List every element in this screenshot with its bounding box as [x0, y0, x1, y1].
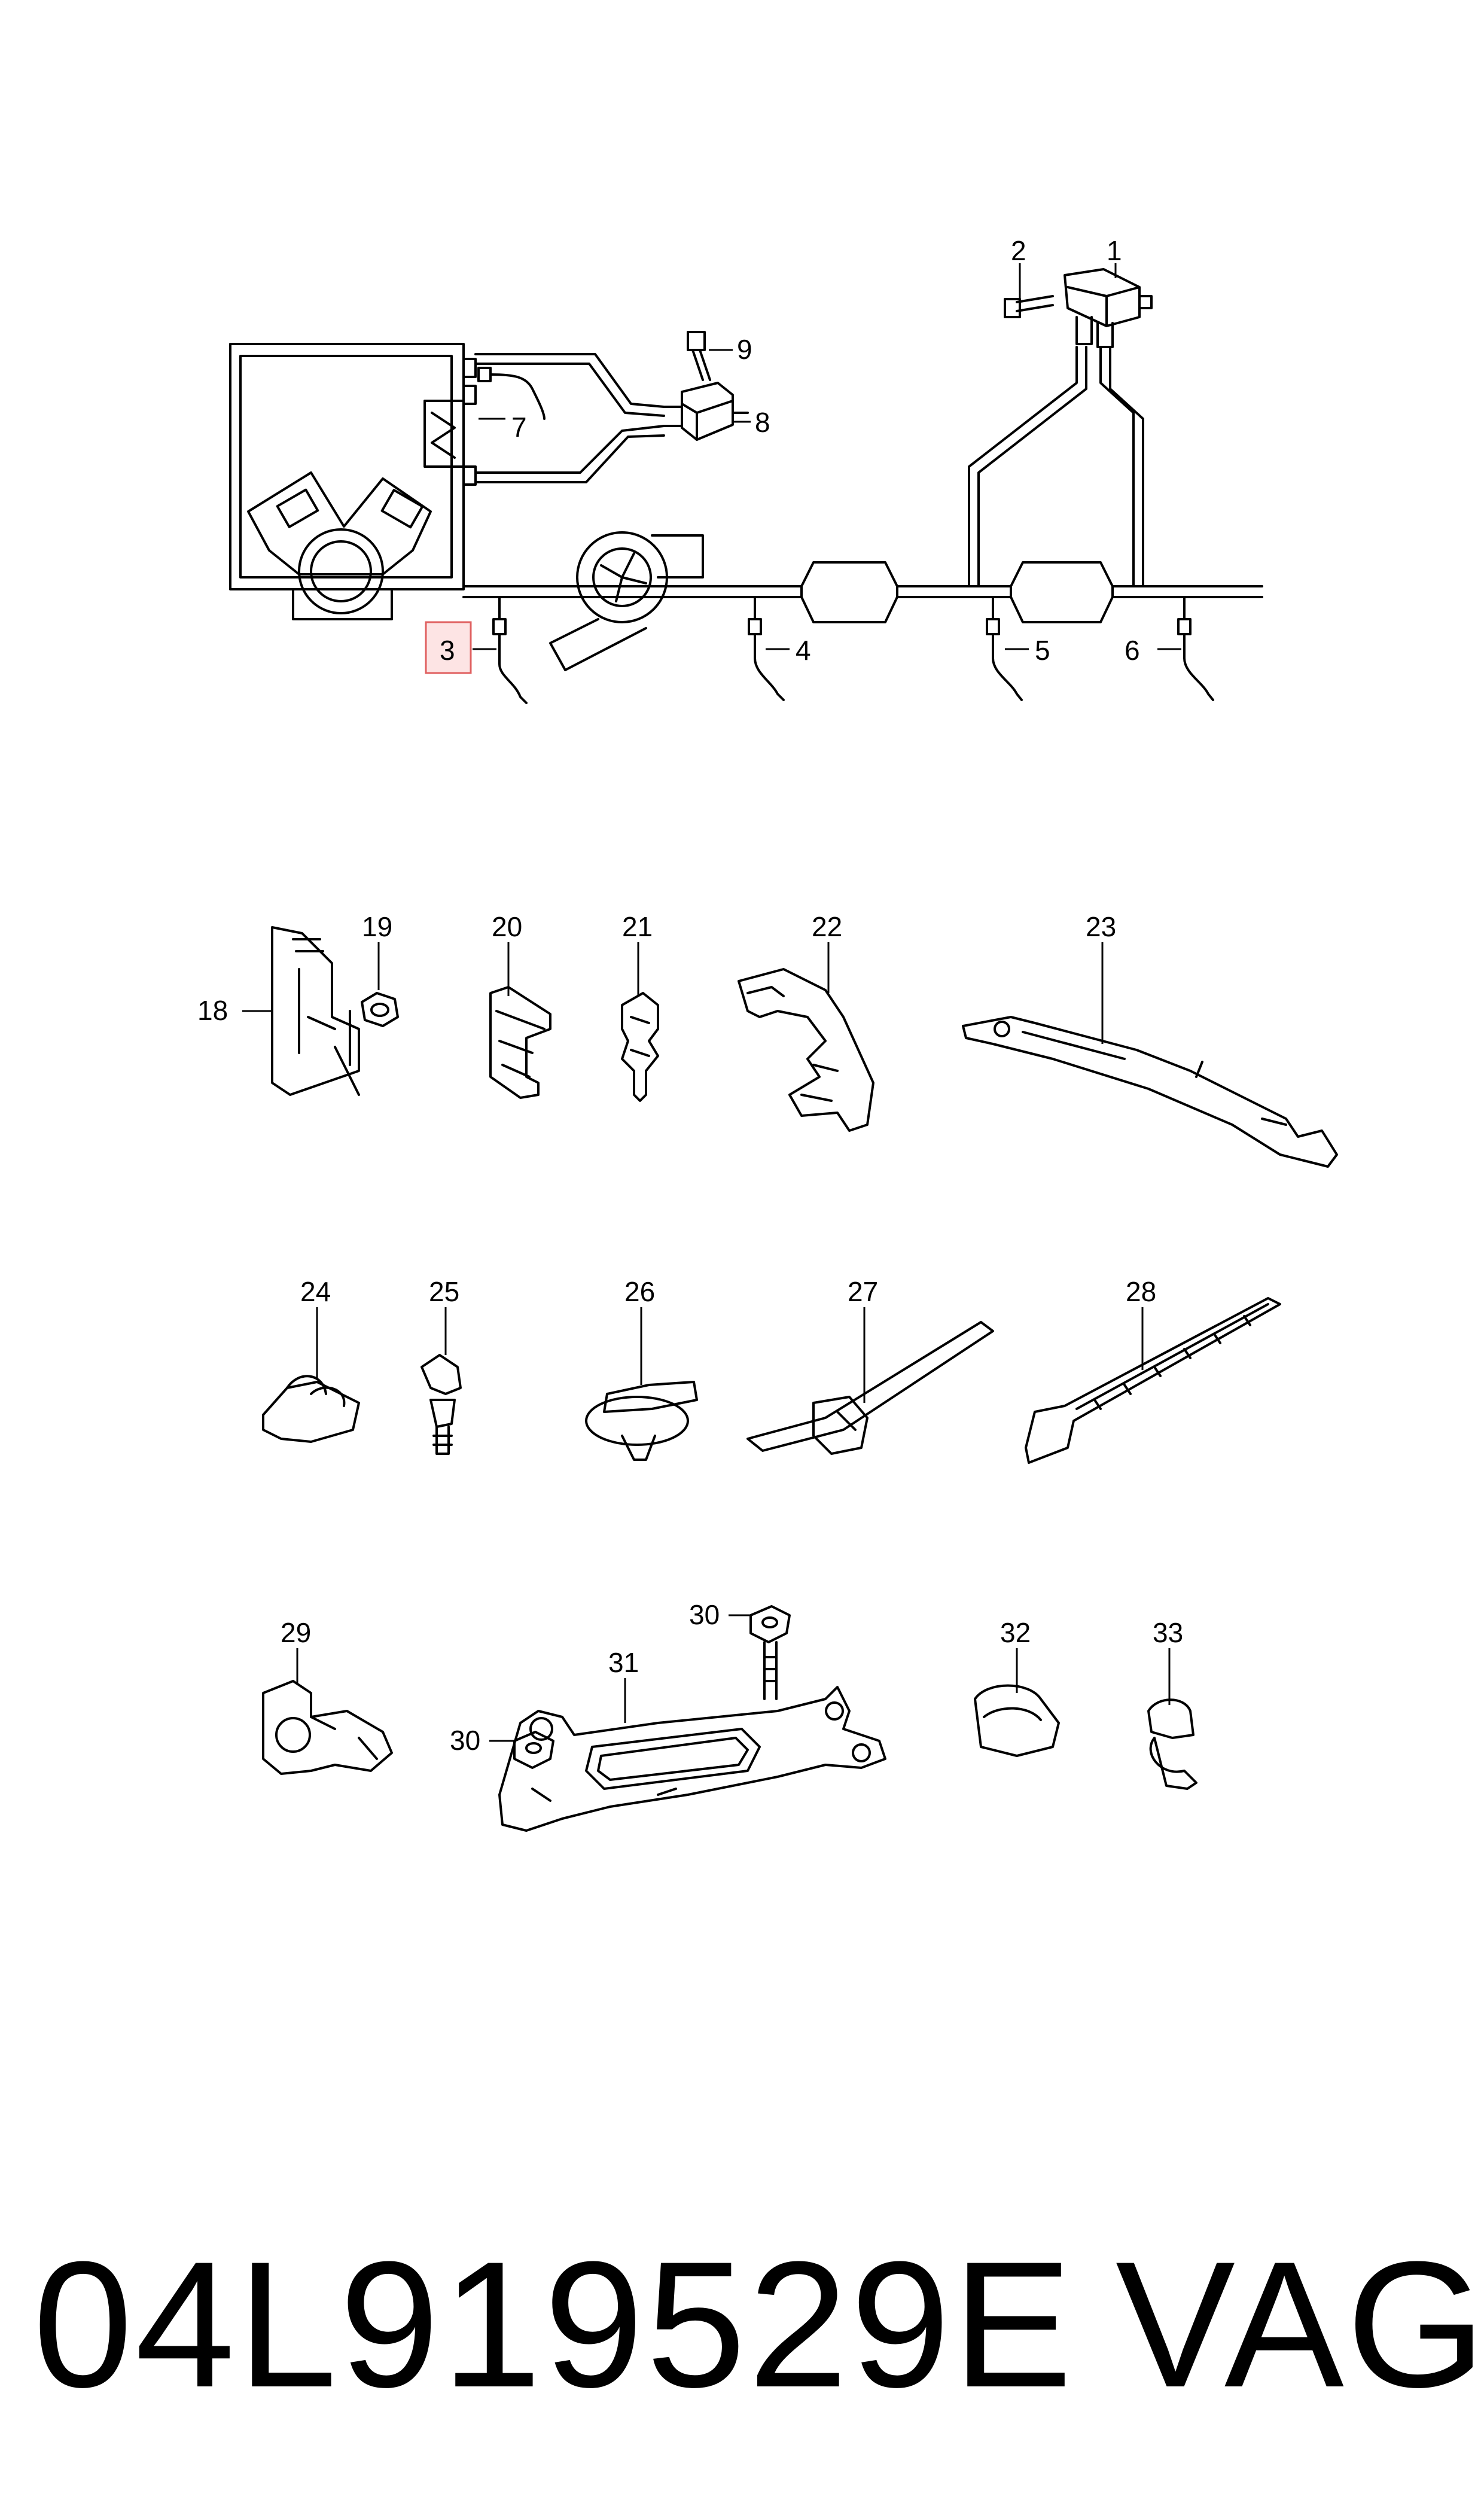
callout-29: 29 — [281, 1617, 311, 1648]
callout-1: 1 — [1107, 235, 1122, 266]
clip-29-icon — [262, 1680, 393, 1775]
top-leader-lines — [473, 263, 1181, 650]
exhaust-temp-sensor-5 — [986, 618, 1023, 701]
exhaust-temp-sensor-3 — [492, 618, 528, 704]
callout-31: 31 — [608, 1647, 639, 1678]
callout-5: 5 — [1035, 635, 1050, 666]
clip-32-icon — [974, 1684, 1060, 1757]
callout-9: 9 — [737, 334, 752, 365]
bracket-18-icon — [271, 926, 360, 1096]
callout-30-top: 30 — [689, 1599, 720, 1630]
screw-icon — [687, 331, 711, 381]
pressure-converter-icon — [663, 382, 749, 441]
nut-19-icon — [361, 992, 399, 1027]
bolt-30-shaft — [763, 1641, 778, 1700]
brand-label: VAG — [1116, 2224, 1484, 2425]
callout-21: 21 — [622, 911, 653, 942]
clip-26-icon — [585, 1381, 698, 1461]
callout-27: 27 — [848, 1276, 878, 1307]
bracket-23-icon — [962, 1016, 1338, 1168]
bolt-icon — [1004, 295, 1054, 318]
callout-18: 18 — [197, 995, 228, 1026]
part-number: 04L919529E — [33, 2224, 1075, 2425]
nut-30b-icon — [513, 1731, 554, 1769]
engine-block-schematic — [229, 343, 477, 620]
exhaust-pipe — [462, 346, 1263, 671]
exhaust-temp-sensor-4 — [748, 618, 785, 701]
clip-21-icon — [621, 992, 659, 1102]
callout-22: 22 — [812, 911, 842, 942]
temperature-sender-icon — [477, 367, 546, 420]
clip-24-icon — [262, 1375, 360, 1443]
pressure-sensor-icon — [1064, 268, 1153, 348]
callout-23: 23 — [1086, 911, 1116, 942]
cable-tie-28-icon — [1025, 1297, 1281, 1464]
callout-24: 24 — [300, 1276, 331, 1307]
exhaust-temp-sensor-6 — [1177, 618, 1214, 701]
callout-2: 2 — [1011, 235, 1026, 266]
callout-19: 19 — [362, 911, 392, 942]
callout-26: 26 — [624, 1276, 655, 1307]
cable-tie-27-icon — [746, 1321, 994, 1455]
callout-8: 8 — [755, 407, 770, 438]
bracket-20-icon — [489, 986, 551, 1099]
callout-32: 32 — [1000, 1617, 1031, 1648]
nut-30a-icon — [749, 1605, 791, 1643]
highlight-box — [425, 621, 472, 674]
callout-28: 28 — [1126, 1276, 1156, 1307]
callout-25: 25 — [429, 1276, 459, 1307]
callout-3: 3 — [440, 635, 455, 666]
callout-33: 33 — [1153, 1617, 1183, 1648]
bracket-22-icon — [738, 968, 874, 1132]
callout-20: 20 — [492, 911, 522, 942]
clip-25-icon — [420, 1354, 462, 1455]
callout-30-left: 30 — [450, 1725, 480, 1756]
vacuum-lines — [474, 353, 665, 483]
clip-33-icon — [1147, 1698, 1197, 1790]
callout-7: 7 — [511, 412, 527, 443]
callout-4: 4 — [796, 635, 811, 666]
callout-6: 6 — [1125, 635, 1140, 666]
bracket-31-icon — [498, 1686, 886, 1832]
